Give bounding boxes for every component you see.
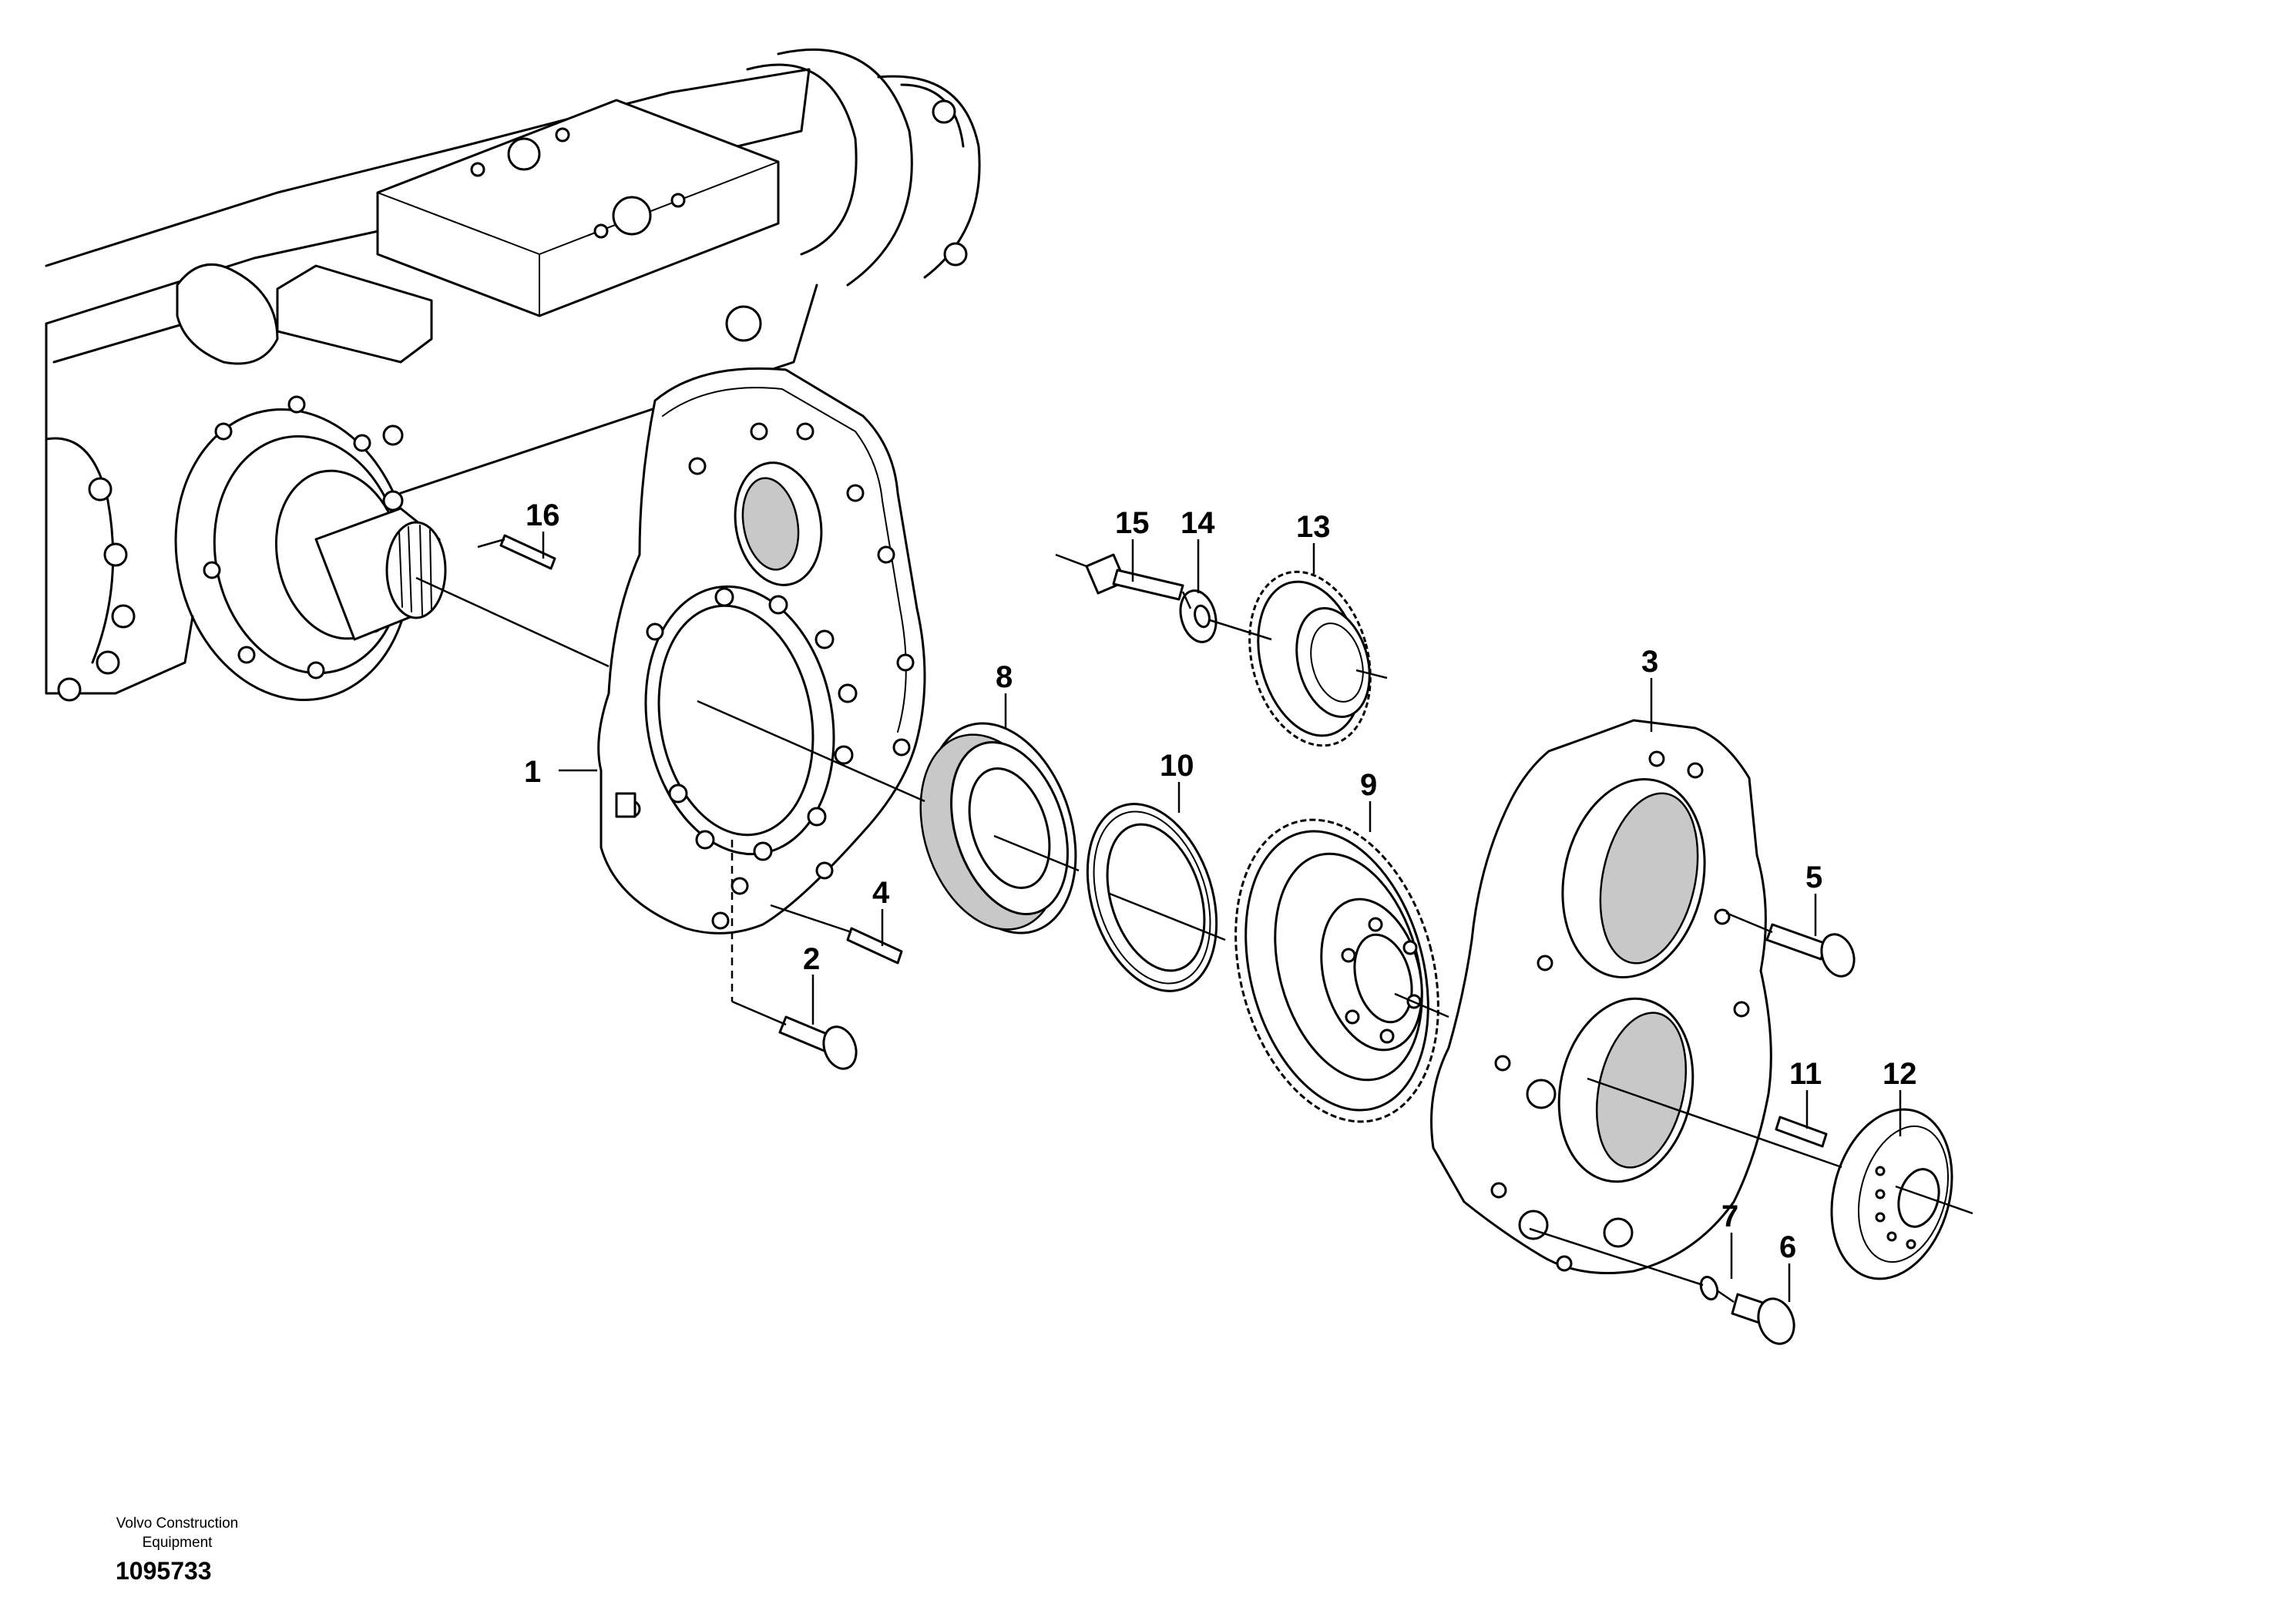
- credit-line-2: Equipment: [143, 1535, 213, 1551]
- callout-11: 11: [1789, 1057, 1822, 1091]
- part-2-bolt: [778, 1015, 858, 1070]
- callout-15: 15: [1115, 506, 1150, 540]
- drawing-credit: Volvo Construction Equipment 1095733: [116, 1515, 238, 1585]
- callout-14: 14: [1181, 506, 1215, 540]
- part-3-outer-housing: [1430, 719, 1772, 1274]
- part-15-bolt: [1085, 553, 1184, 601]
- callout-9: 9: [1360, 768, 1377, 802]
- part-5-bolt: [1765, 923, 1856, 978]
- part-4-pin: [846, 927, 903, 965]
- part-8-bearing: [919, 722, 1077, 934]
- part-6-bolt: [1731, 1293, 1795, 1345]
- assembly-lines: [415, 538, 1973, 1304]
- part-10-seal-ring: [1086, 803, 1218, 992]
- callout-5: 5: [1805, 861, 1822, 894]
- callout-leaders: [542, 532, 1902, 1302]
- callout-6: 6: [1779, 1230, 1796, 1264]
- part-1-housing-plate: [597, 367, 926, 934]
- callout-8: 8: [996, 660, 1013, 694]
- callout-13: 13: [1296, 510, 1331, 544]
- part-11-pin: [1775, 1116, 1828, 1148]
- callout-12: 12: [1883, 1057, 1917, 1091]
- callout-7: 7: [1721, 1200, 1738, 1233]
- callout-labels: 1 2 3 4 5 6 7 8 9 10 11 12 13 14 15 16: [524, 498, 1917, 1264]
- part-9-large-gear: [1234, 818, 1439, 1123]
- part-7-seal-washer: [1699, 1275, 1719, 1301]
- axle-housing: [45, 48, 981, 702]
- callout-3: 3: [1641, 645, 1658, 679]
- callout-16: 16: [526, 498, 560, 532]
- callout-10: 10: [1160, 749, 1194, 783]
- part-16-pin: [499, 534, 556, 570]
- part-14-washer: [1179, 589, 1218, 643]
- part-13-small-gear: [1248, 570, 1372, 747]
- callout-1: 1: [524, 755, 541, 789]
- part-12-cover-disc: [1830, 1108, 1953, 1280]
- callout-2: 2: [803, 942, 820, 976]
- credit-line-1: Volvo Construction: [116, 1515, 238, 1532]
- callout-4: 4: [872, 876, 890, 910]
- drawing-number: 1095733: [116, 1557, 212, 1585]
